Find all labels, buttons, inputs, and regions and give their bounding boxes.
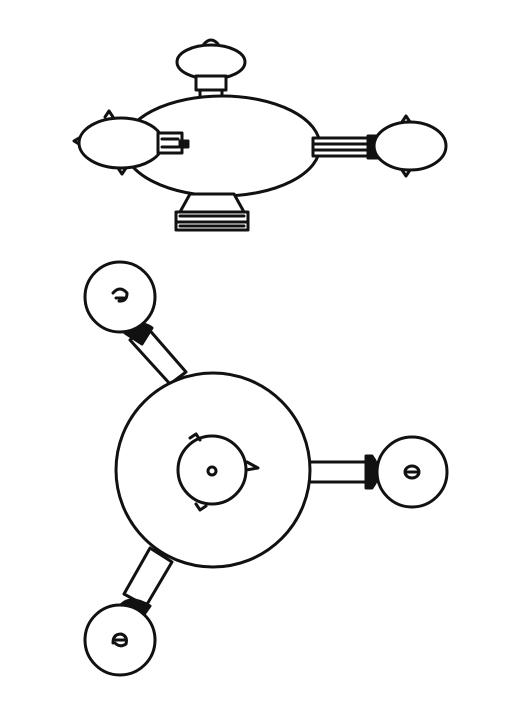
pod-right bbox=[375, 435, 449, 509]
top-pod bbox=[175, 38, 247, 102]
pod-lower-left bbox=[83, 603, 157, 677]
arm-right bbox=[303, 454, 380, 490]
left-pod bbox=[72, 109, 190, 176]
arm-upper-left bbox=[123, 322, 188, 386]
pod-upper-left bbox=[83, 260, 157, 334]
central-hub-inner bbox=[176, 432, 260, 512]
base-pedestal bbox=[174, 192, 250, 232]
right-pod bbox=[372, 114, 448, 178]
